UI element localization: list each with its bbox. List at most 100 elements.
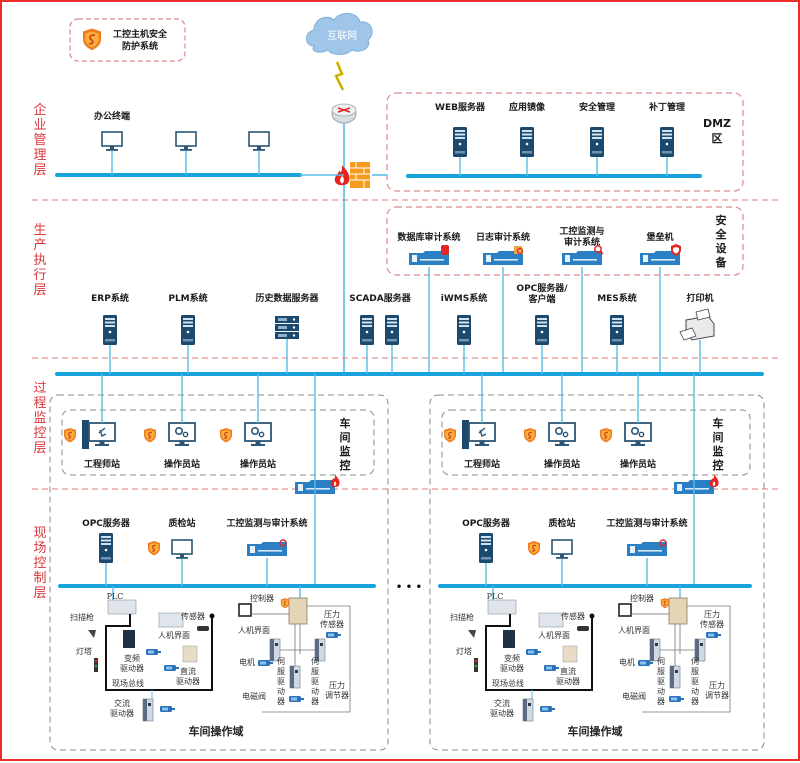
servo-label-char: 伺 bbox=[657, 656, 665, 666]
office-terminal bbox=[248, 131, 270, 175]
server-icon bbox=[360, 315, 374, 345]
security-zone-label-char: 安 bbox=[716, 213, 727, 227]
controller-icon bbox=[288, 597, 308, 625]
flame-icon bbox=[330, 474, 340, 487]
lightning-icon bbox=[333, 61, 345, 91]
printer-paper bbox=[695, 308, 711, 321]
security-device: 数据库审计系统 bbox=[397, 231, 461, 374]
regulator-label: 压力 bbox=[709, 680, 725, 690]
monitor-icon bbox=[624, 422, 652, 447]
firewall-icon bbox=[334, 162, 370, 188]
sensor-label: 传感器 bbox=[561, 611, 585, 621]
scanner-label: 扫描枪 bbox=[450, 612, 474, 622]
sensor-label: 传感器 bbox=[181, 611, 205, 621]
opc-server-label: OPC服务器 bbox=[462, 517, 511, 529]
operator-station: 操作员站 bbox=[599, 374, 656, 470]
security-device-zone bbox=[386, 206, 744, 276]
pc-tower bbox=[462, 420, 469, 449]
controller-label: 控制器 bbox=[250, 593, 274, 603]
server-icon bbox=[99, 533, 113, 563]
servo-label-char: 驱 bbox=[311, 677, 319, 686]
scanner-icon bbox=[88, 630, 96, 638]
shield-icon bbox=[82, 27, 102, 52]
motor-device-icon bbox=[164, 665, 179, 671]
servo-label-char: 服 bbox=[691, 667, 699, 676]
ac-drive-label: 交流 bbox=[494, 698, 510, 708]
hmi-icon bbox=[538, 612, 564, 628]
sensor-icon bbox=[197, 626, 209, 631]
security-device-label: 日志审计系统 bbox=[476, 231, 530, 243]
production-system-label: OPC服务器/ bbox=[516, 282, 568, 294]
server-icon bbox=[103, 315, 117, 345]
motor-device-icon bbox=[146, 649, 161, 655]
plc-label: PLC bbox=[487, 592, 504, 601]
shield-icon bbox=[443, 427, 457, 444]
security-zone-label-char: 全 bbox=[715, 227, 728, 241]
plc-label: PLC bbox=[107, 592, 124, 601]
qc-station-label: 质检站 bbox=[168, 517, 195, 529]
layer-label-char: 过 bbox=[33, 381, 46, 396]
security-zone-label-char: 备 bbox=[715, 255, 728, 269]
motor-device-icon bbox=[526, 649, 541, 655]
dmz-server-label: 安全管理 bbox=[579, 101, 615, 113]
servo-wiring bbox=[655, 624, 700, 672]
layer-label-char: 层 bbox=[33, 586, 46, 601]
production-system: OPC服务器/客户端 bbox=[516, 282, 568, 374]
dmz-server: 应用镜像 bbox=[509, 101, 546, 176]
ac-drive-icon bbox=[142, 698, 154, 722]
monitor-zone-label-char: 控 bbox=[340, 458, 351, 472]
fieldbus-loop bbox=[105, 614, 213, 691]
pressure-sensor-label: 压力 bbox=[704, 609, 720, 619]
security-devices: 数据库审计系统 日志审计系统 工控监测与审计系统 堡垒机 bbox=[397, 225, 681, 374]
monitor-icon bbox=[548, 422, 576, 447]
qc-station-label: 质检站 bbox=[548, 517, 575, 529]
server-icon bbox=[453, 127, 467, 157]
security-appliance-icon bbox=[247, 542, 287, 556]
workshop-domain-label: 车间操作域 bbox=[189, 724, 244, 738]
light-green bbox=[474, 664, 478, 668]
vfd-label: 变频 bbox=[124, 653, 140, 663]
layer-label-char: 理 bbox=[33, 148, 46, 163]
production-system: 历史数据服务器 bbox=[255, 292, 319, 374]
hmi-terminal-icon bbox=[618, 603, 632, 617]
office-terminal bbox=[101, 131, 123, 175]
database-badge-icon bbox=[441, 245, 449, 255]
production-system-label: PLM系统 bbox=[168, 292, 207, 304]
servo-label-char: 器 bbox=[691, 697, 699, 706]
shield-icon bbox=[527, 540, 541, 557]
layer-label-char: 层 bbox=[33, 441, 46, 456]
workshop-domain-label: 车间操作域 bbox=[568, 724, 623, 738]
servo-label-char: 器 bbox=[277, 697, 285, 706]
hmi-label: 人机界面 bbox=[538, 630, 570, 640]
regulator-label: 调节器 bbox=[325, 691, 349, 700]
security-device-label: 堡垒机 bbox=[646, 231, 673, 243]
security-device: 工控监测与审计系统 bbox=[559, 225, 605, 374]
plc-icon bbox=[107, 599, 137, 615]
dc-drive-icon bbox=[562, 645, 578, 663]
scanner-icon bbox=[468, 630, 476, 638]
production-system: SCADA服务器 bbox=[349, 292, 412, 374]
router-icon bbox=[331, 103, 357, 124]
workshop-2: 车间监控工程师站操作员站操作员站OPC服务器质检站工控监测与审计系统PLC扫描枪… bbox=[429, 374, 765, 751]
shield-icon bbox=[219, 427, 233, 444]
workshop-domain-box bbox=[429, 394, 765, 751]
station-label: 操作员站 bbox=[240, 458, 276, 470]
servo-label-char: 伺 bbox=[691, 656, 699, 666]
shield-icon bbox=[599, 427, 613, 444]
vfd-icon bbox=[503, 630, 515, 648]
monitor-icon bbox=[551, 539, 573, 560]
monitor-zone-label-char: 间 bbox=[340, 431, 351, 444]
operator-station: 操作员站 bbox=[143, 374, 200, 470]
security-device-label: 数据库审计系统 bbox=[397, 231, 460, 243]
shield-icon bbox=[280, 597, 290, 609]
production-system-label: 客户端 bbox=[527, 293, 555, 305]
hmi-terminal-icon bbox=[238, 603, 252, 617]
fieldbus-node bbox=[589, 613, 595, 619]
ics-monitor-label: 工控监测与审计系统 bbox=[226, 517, 307, 529]
servo-drive-icon bbox=[289, 665, 301, 689]
controller-icon bbox=[668, 597, 688, 625]
security-device-label: 工控监测与 bbox=[559, 225, 604, 237]
hmi-icon bbox=[158, 612, 184, 628]
